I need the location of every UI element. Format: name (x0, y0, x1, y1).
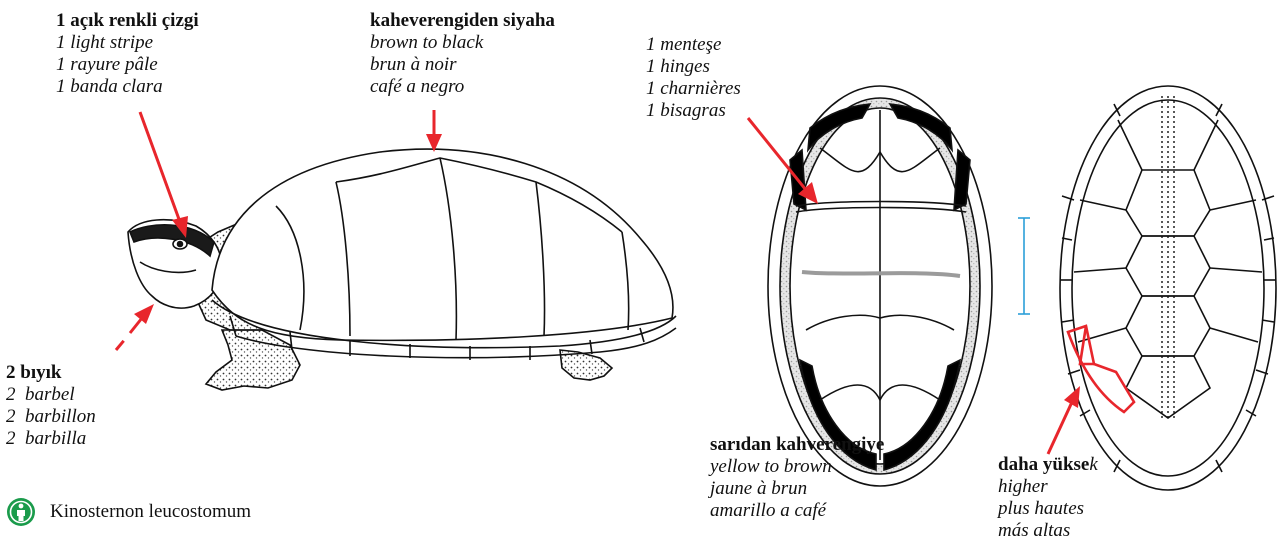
label-barbels: 2 bıyık 2 barbel 2 barbillon 2 barbilla (6, 362, 96, 450)
label-light-stripe: 1 açık renkli çizgi 1 light stripe 1 ray… (56, 10, 199, 98)
label-line: más altas (998, 520, 1098, 542)
label-line: 1 light stripe (56, 32, 199, 54)
label-line: 1 menteşe (646, 34, 741, 56)
label-title: 2 bıyık (6, 362, 96, 384)
turtle-side-view (128, 149, 676, 390)
label-line: 2 barbel (6, 384, 96, 406)
label-line: 1 charnières (646, 78, 741, 100)
label-line: brun à noir (370, 54, 555, 76)
arrow-higher (1048, 386, 1080, 454)
arrow-carapace (426, 110, 442, 152)
label-line: yellow to brown (710, 456, 884, 478)
label-title: 1 açık renkli çizgi (56, 10, 199, 32)
label-line: jaune à brun (710, 478, 884, 500)
label-line: 1 hinges (646, 56, 741, 78)
label-higher: daha yüksek higher plus hautes más altas (998, 454, 1098, 542)
label-line: 1 bisagras (646, 100, 741, 122)
label-line: plus hautes (998, 498, 1098, 520)
label-line: 2 barbillon (6, 406, 96, 428)
species-caption: Kinosternon leucostomum (6, 496, 251, 528)
species-name: Kinosternon leucostomum (50, 501, 251, 523)
person-in-circle-icon (6, 497, 36, 527)
label-line: 1 banda clara (56, 76, 199, 98)
label-carapace-color: kaheverengiden siyaha brown to black bru… (370, 10, 555, 98)
label-line: higher (998, 476, 1098, 498)
label-title: sarıdan kahverengiye (710, 434, 884, 456)
label-line: brown to black (370, 32, 555, 54)
label-line: 2 barbilla (6, 428, 96, 450)
label-line: amarillo a café (710, 500, 884, 522)
label-title-wrap: daha yüksek (998, 454, 1098, 476)
front-leg (206, 330, 300, 390)
carapace-top-view (1060, 86, 1276, 490)
label-plastron-color: sarıdan kahverengiye yellow to brown jau… (710, 434, 884, 522)
label-hinge: 1 menteşe 1 hinges 1 charnières 1 bisagr… (646, 34, 741, 122)
scale-bar (1018, 218, 1030, 314)
label-line: 1 rayure pâle (56, 54, 199, 76)
label-title: kaheverengiden siyaha (370, 10, 555, 32)
plastron-view (768, 86, 992, 486)
label-line: café a negro (370, 76, 555, 98)
carapace (212, 149, 673, 340)
label-title: daha yükse (998, 454, 1089, 475)
arrow-barbels (116, 304, 154, 350)
label-title-italic: k (1089, 454, 1097, 475)
